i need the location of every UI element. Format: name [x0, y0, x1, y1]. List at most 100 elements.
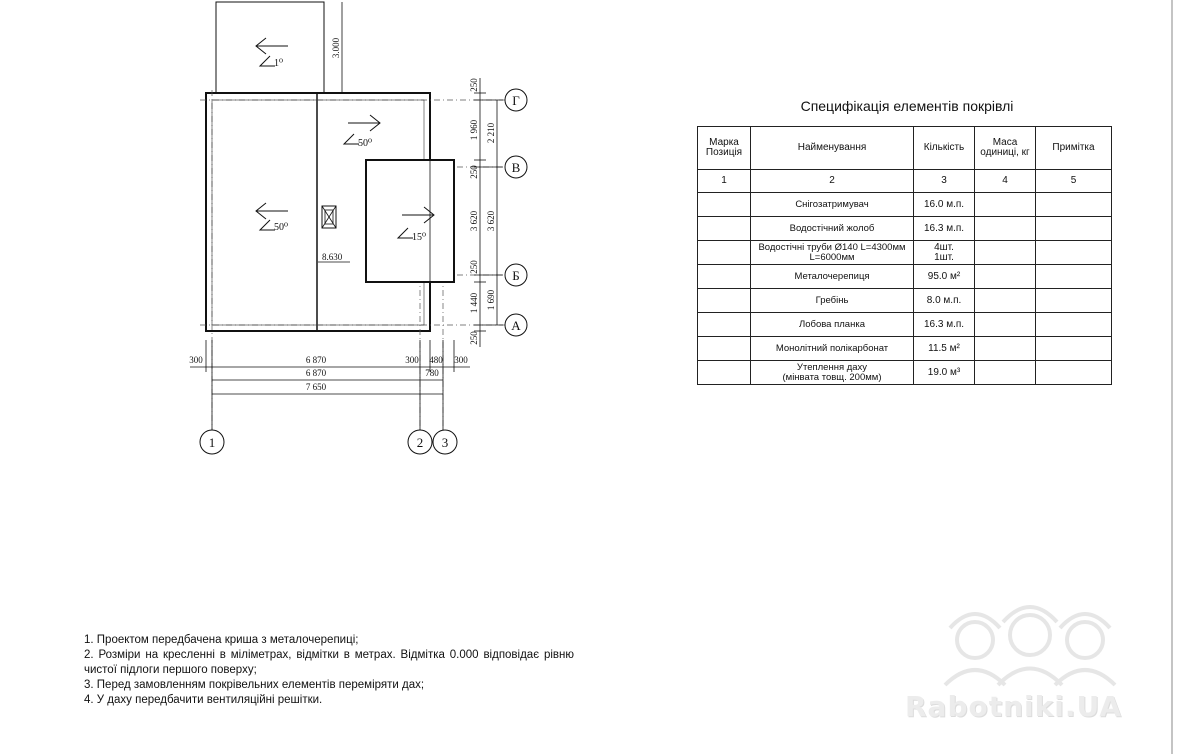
spec-cell-name: Гребінь: [750, 288, 914, 313]
dim-horizontal-label: 6 870: [306, 368, 327, 378]
dim-horizontal-label: 7 650: [306, 382, 327, 392]
slope-arrow-dormer: [396, 206, 435, 239]
dim-canopy: 3.000: [331, 37, 341, 58]
chimney: [321, 205, 337, 229]
axis-letter-label: Г: [512, 93, 520, 108]
slope-label-canopy: 1⁰: [274, 58, 283, 69]
watermark-text: Rabotniki.UA: [905, 690, 1123, 723]
dim-vertical-label: 1 690: [486, 289, 496, 310]
table-row: Утеплення даху (мінвата товщ. 200мм)19.0…: [697, 360, 1112, 385]
slope-arrow-left: [255, 37, 288, 55]
slope-label-right: 50⁰: [358, 138, 372, 149]
canopy-outline: [215, 1, 325, 94]
spec-cell-empty: [974, 216, 1036, 241]
spec-cell-name: Водостічний жолоб: [750, 216, 914, 241]
spec-cell-empty: [974, 240, 1036, 265]
vertical-dimension-chain: [474, 78, 503, 347]
spec-cell-empty: [697, 288, 751, 313]
axis-number-label: 3: [442, 435, 449, 450]
dim-horizontal-label: 300: [405, 355, 419, 365]
dim-horizontal-label: 780: [425, 368, 439, 378]
axis-letter-label: Б: [512, 268, 519, 283]
spec-cell-name: Монолітний полікарбонат: [750, 336, 914, 361]
dim-vertical-label: 3 620: [486, 210, 496, 231]
axis-bubble: [504, 88, 528, 112]
axis-lines: [200, 90, 505, 430]
note-item: 3. Перед замовленням покрівельних елемен…: [84, 679, 425, 691]
axis-letter-label: А: [511, 318, 521, 333]
note-item: 1. Проектом передбачена криша з металоче…: [84, 634, 359, 646]
dim-horizontal-label: 300: [454, 355, 468, 365]
spec-cell-qty: 16.3 м.п.: [913, 312, 975, 337]
spec-cell-name: Металочерепиця: [750, 264, 914, 289]
spec-cell-empty: [697, 240, 751, 265]
spec-cell-qty: 19.0 м³: [913, 360, 975, 385]
spec-header-note: Примітка: [1035, 126, 1112, 170]
spec-column-numbers: 1 2 3 4 5: [697, 169, 1112, 193]
dim-vertical-label: 3 620: [469, 210, 479, 231]
spec-cell-name: Лобова планка: [750, 312, 914, 337]
dim-vertical-label: 1 960: [469, 119, 479, 140]
dim-vertical-label: 2 210: [486, 122, 496, 143]
slope-label-left: 50⁰: [274, 222, 288, 233]
spec-cell-qty: 95.0 м²: [913, 264, 975, 289]
spec-cell-qty: 4шт. 1шт.: [913, 240, 975, 265]
dim-horizontal-label: 300: [189, 355, 203, 365]
notes: 1. Проектом передбачена криша з металоче…: [84, 633, 574, 708]
slope-arrow-right: [342, 114, 381, 145]
dim-vertical-label: 250: [469, 331, 479, 345]
spec-header-mark: Марка Позиція: [697, 126, 751, 170]
dim-horizontal-label: 480: [429, 355, 443, 365]
spec-cell-empty: [974, 288, 1036, 313]
dim-vertical-label: 250: [469, 78, 479, 92]
spec-header-row: Марка Позиція Найменування Кількість Мас…: [697, 126, 1112, 170]
dormer-outline: [365, 159, 455, 283]
spec-cell-empty: [1035, 216, 1112, 241]
dim-vertical-label: 1 440: [469, 292, 479, 313]
spec-cell-empty: [1035, 264, 1112, 289]
note-item: 2. Розміри на кресленні в міліметрах, ві…: [84, 649, 574, 676]
axis-number-label: 1: [209, 435, 216, 450]
spec-header-name: Найменування: [750, 126, 914, 170]
spec-cell-empty: [1035, 336, 1112, 361]
slope-label-dormer: 15⁰: [412, 232, 426, 243]
spec-cell-empty: [1035, 192, 1112, 217]
spec-cell-empty: [697, 360, 751, 385]
spec-cell-empty: [974, 336, 1036, 361]
slope-angle-mark: [258, 55, 275, 67]
spec-cell-name: Снігозатримувач: [750, 192, 914, 217]
spec-cell-qty: 16.3 м.п.: [913, 216, 975, 241]
spec-cell-empty: [697, 216, 751, 241]
spec-cell-empty: [1035, 288, 1112, 313]
spec-cell-empty: [697, 312, 751, 337]
dim-vertical-label: 250: [469, 260, 479, 274]
axis-letter-label: В: [512, 160, 521, 175]
spec-cell-qty: 11.5 м²: [913, 336, 975, 361]
spec-cell-empty: [974, 360, 1036, 385]
watermark-logo: [943, 605, 1117, 687]
slope-arrow-left-main: [255, 202, 288, 231]
spec-cell-empty: [1035, 360, 1112, 385]
spec-cell-empty: [974, 264, 1036, 289]
spec-cell-empty: [974, 192, 1036, 217]
spec-cell-empty: [697, 192, 751, 217]
axis-bubble: [504, 313, 528, 337]
axis-bubble: [504, 263, 528, 287]
axis-number-label: 2: [417, 435, 424, 450]
axis-bubble: [432, 429, 458, 455]
dim-vertical-label: 250: [469, 165, 479, 179]
spec-cell-empty: [1035, 312, 1112, 337]
axis-bubble: [407, 429, 433, 455]
spec-cell-name: Утеплення даху (мінвата товщ. 200мм): [750, 360, 914, 385]
note-item: 4. У даху передбачити вентиляційні решіт…: [84, 694, 323, 706]
spec-table: Марка Позиція Найменування Кількість Мас…: [697, 126, 1112, 385]
spec-cell-empty: [1035, 240, 1112, 265]
spec-cell-empty: [974, 312, 1036, 337]
